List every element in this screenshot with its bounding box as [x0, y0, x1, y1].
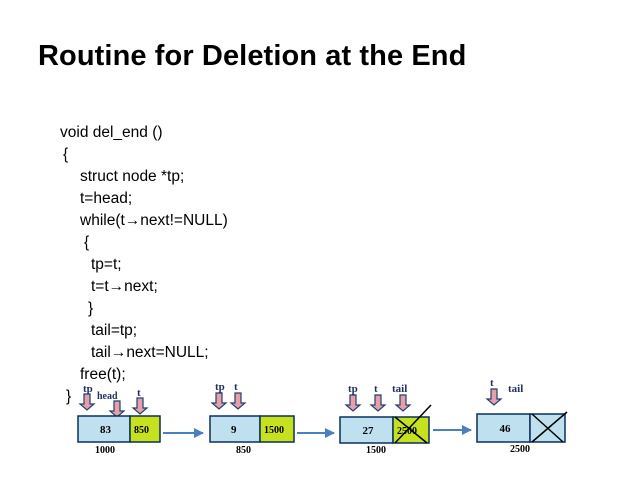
code-line-4: t=head;	[80, 190, 133, 207]
code-line-6: {	[84, 234, 90, 251]
pointer-label-tp-3: tp	[348, 383, 358, 395]
node-address: 2500	[510, 444, 530, 455]
pointer-arrow-7	[369, 394, 387, 412]
node-3: 27 2500 1500	[339, 404, 432, 456]
node-data-value: 83	[100, 424, 112, 436]
node-data-value: 9	[231, 424, 237, 436]
slide-title: Routine for Deletion at the End	[38, 40, 467, 72]
code-line-9: }	[88, 300, 94, 317]
code-line-10: tail=tp;	[91, 322, 138, 339]
pointer-arrow-8	[394, 394, 412, 412]
node-data-value: 27	[363, 425, 375, 437]
node-next-value: 1500	[264, 425, 284, 436]
pointer-arrow-6	[344, 394, 362, 412]
code-line-8: t=t→next;	[91, 278, 158, 295]
pointer-label-tp-1: tp	[83, 383, 93, 395]
node-next-cell	[129, 415, 161, 443]
node-4: 46 2500	[476, 411, 568, 455]
cross-line	[394, 404, 432, 444]
node-address: 850	[236, 445, 251, 456]
pointer-arrow-5	[229, 392, 247, 410]
pointer-label-t-4: t	[490, 377, 494, 389]
pointer-label-head: head	[97, 391, 118, 402]
pointer-arrow-3	[131, 397, 149, 415]
node-address: 1000	[95, 445, 115, 456]
pointer-arrow-9	[485, 388, 503, 406]
node-data-value: 46	[500, 423, 512, 435]
node-1: 83 850 1000	[77, 415, 161, 456]
cross-line	[394, 416, 428, 444]
pointer-label-tp-2: tp	[215, 381, 225, 393]
pointer-label-tail-2: tail	[508, 383, 523, 395]
code-line-1: void del_end ()	[60, 124, 163, 141]
pointer-label-tail-1: tail	[392, 383, 407, 395]
code-line-2: {	[63, 146, 69, 163]
code-line-12: free(t);	[80, 366, 126, 383]
node-next-cell	[259, 415, 295, 443]
node-address: 1500	[366, 445, 386, 456]
code-line-7: tp=t;	[91, 256, 122, 273]
node-data-cell	[77, 415, 131, 443]
cross-line	[531, 411, 568, 443]
pointer-label-t-2: t	[234, 381, 238, 393]
code-line-3: struct node *tp;	[80, 168, 185, 185]
code-block: void del_end () { struct node *tp; t=hea…	[0, 0, 228, 405]
pointer-label-t-1: t	[137, 387, 141, 399]
pointer-label-t-3: t	[374, 383, 378, 395]
node-next-value: 2500	[397, 426, 417, 437]
pointer-arrow-2	[108, 400, 126, 418]
pointer-arrow-4	[210, 392, 228, 410]
node-data-cell	[209, 415, 261, 443]
cross-line	[531, 413, 564, 443]
node-next-value: 850	[134, 425, 149, 436]
code-line-11: tail→next=NULL;	[91, 344, 209, 361]
node-data-cell	[339, 416, 394, 444]
code-line-13: }	[66, 388, 72, 405]
code-line-5: while(t→next!=NULL)	[80, 212, 228, 229]
node-2: 9 1500 850	[209, 415, 295, 456]
pointer-arrow-1	[78, 393, 96, 411]
